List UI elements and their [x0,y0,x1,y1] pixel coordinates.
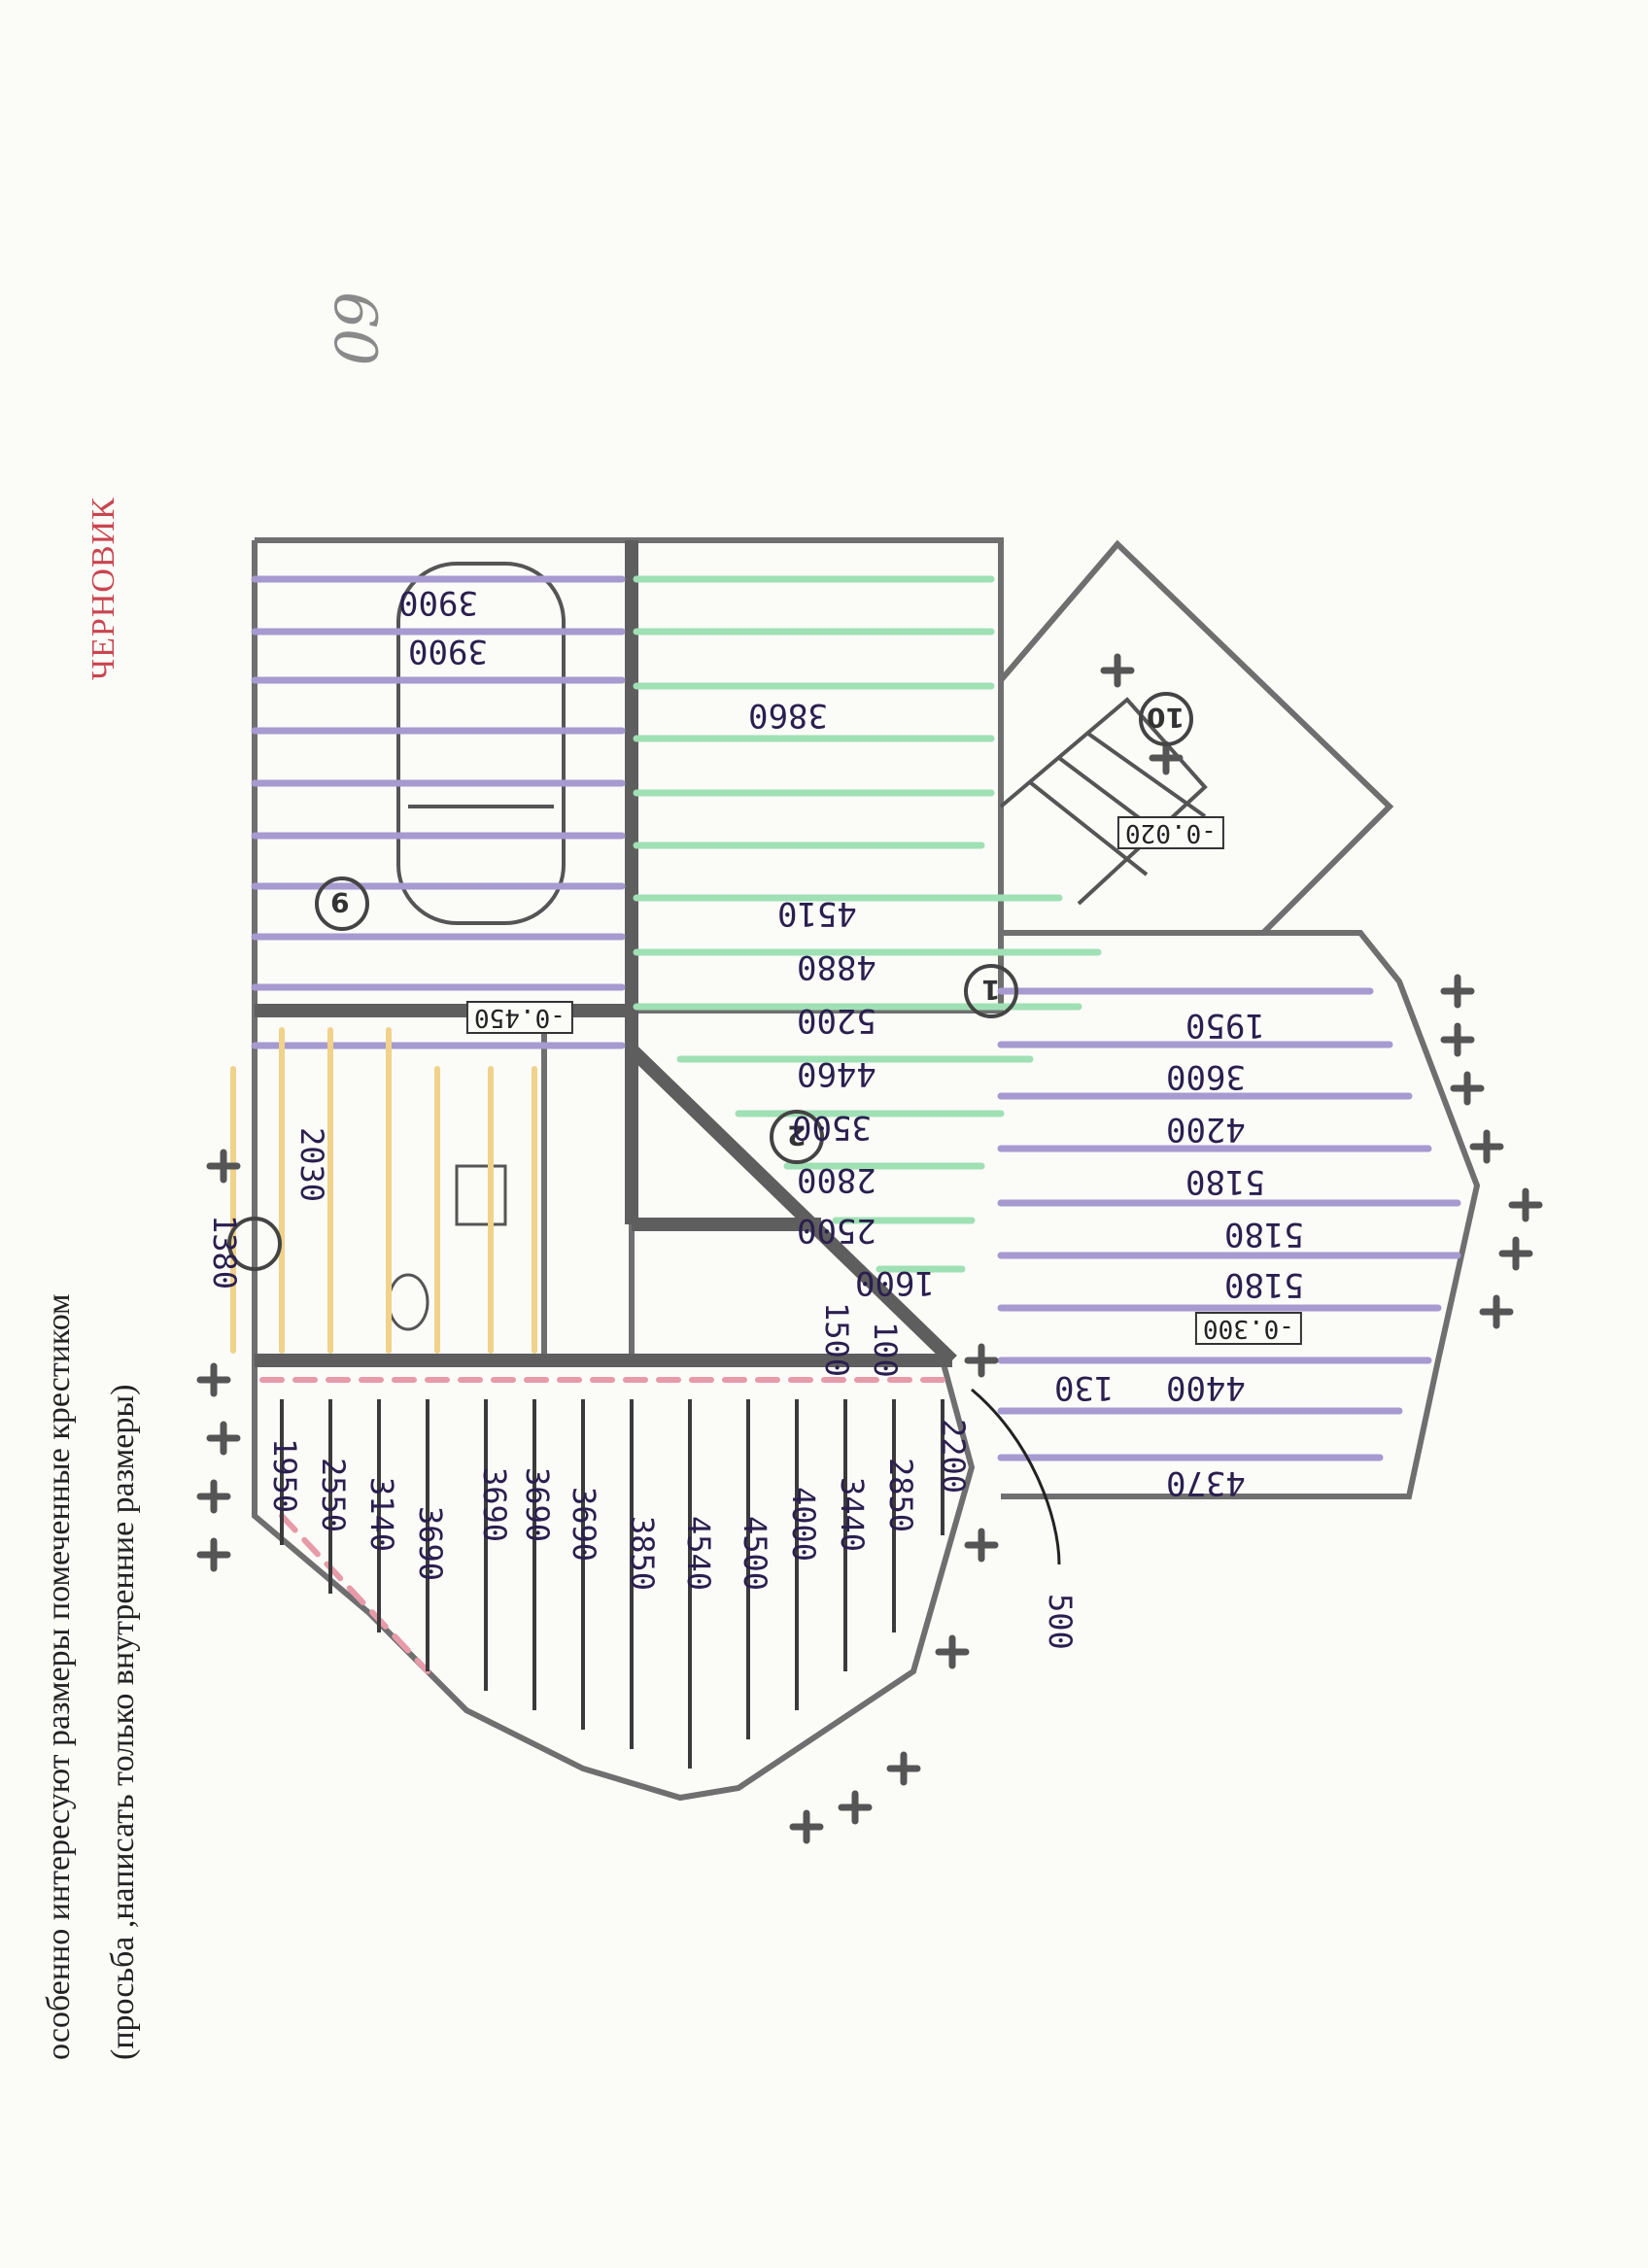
dimension-label: 3500 [792,1108,872,1147]
room-number: 1 [981,974,1001,1006]
dimension-label: 2500 [797,1211,876,1250]
dimension-label: 2800 [797,1160,876,1199]
purple-measure-lines [251,575,1461,1461]
toilet-icon [387,1273,429,1331]
note-line-1: особенно интересуют размеры помеченные к… [41,1293,77,2060]
dimension-label: 2850 [882,1458,919,1533]
room-circles [227,692,1193,1271]
dimension-label: 3690 [412,1506,449,1582]
dimension-label: 3690 [566,1487,602,1563]
dimension-label: 3140 [363,1477,400,1553]
level-tag: -0.020 [1117,816,1224,849]
dimension-label: 3440 [834,1477,871,1553]
dimension-label: 5180 [1224,1265,1304,1304]
dimension-label: 5180 [1224,1215,1304,1254]
room-number: 10 [1147,702,1184,734]
dimension-label: 4540 [680,1516,717,1592]
leader-line [971,1388,1061,1565]
sink-icon [455,1164,507,1226]
dimension-label: 1950 [1185,1006,1265,1045]
dimension-label: 4880 [797,947,876,986]
room-number: 9 [330,886,350,918]
dimension-label: 2550 [315,1458,352,1533]
yellow-measure-lines [230,1027,537,1354]
dimension-label: 1600 [855,1263,935,1302]
dimension-label: 3860 [748,696,828,735]
dimension-label: 4460 [797,1054,876,1093]
dimension-label: 5200 [797,1001,876,1040]
dimension-label: 3600 [1166,1057,1246,1096]
dimension-label: 5180 [1185,1162,1265,1201]
dimension-label: 1950 [266,1438,303,1514]
lower-measure-lines [280,1399,944,1769]
tree-cross-icon [196,653,1543,1844]
note-line-2: (просьба ,написать только внутренние раз… [105,1384,141,2061]
dimension-label: 2200 [935,1419,972,1495]
dimension-label: 3850 [624,1516,661,1592]
level-tag: -0.450 [466,1001,573,1034]
pink-measure-lines [259,1377,945,1674]
green-measure-lines [633,575,1102,1273]
dimension-label: 100 [867,1322,904,1378]
dimension-label: 1500 [818,1302,855,1378]
dimension-label: 130 [1054,1368,1115,1407]
sheet-number: 60 [321,292,389,366]
dimension-label: 3690 [476,1467,513,1543]
draft-stamp: ЧЕРНОВИК [86,497,121,680]
dimension-label: 4200 [1166,1110,1246,1149]
dimension-label: 4000 [785,1487,822,1563]
dimension-label: 500 [1042,1594,1079,1650]
dimension-label: 4370 [1166,1463,1246,1502]
dimension-label: 4400 [1166,1368,1246,1407]
dimension-label: 4500 [737,1516,773,1592]
dimension-label: 4510 [777,894,857,933]
dimension-label: 3900 [398,583,478,622]
level-tag: -0.300 [1195,1312,1302,1345]
dimension-label: 3690 [519,1467,556,1543]
dimension-label: 1380 [206,1215,243,1290]
dimension-label: 2030 [293,1127,330,1203]
dimension-label: 3900 [408,632,488,670]
